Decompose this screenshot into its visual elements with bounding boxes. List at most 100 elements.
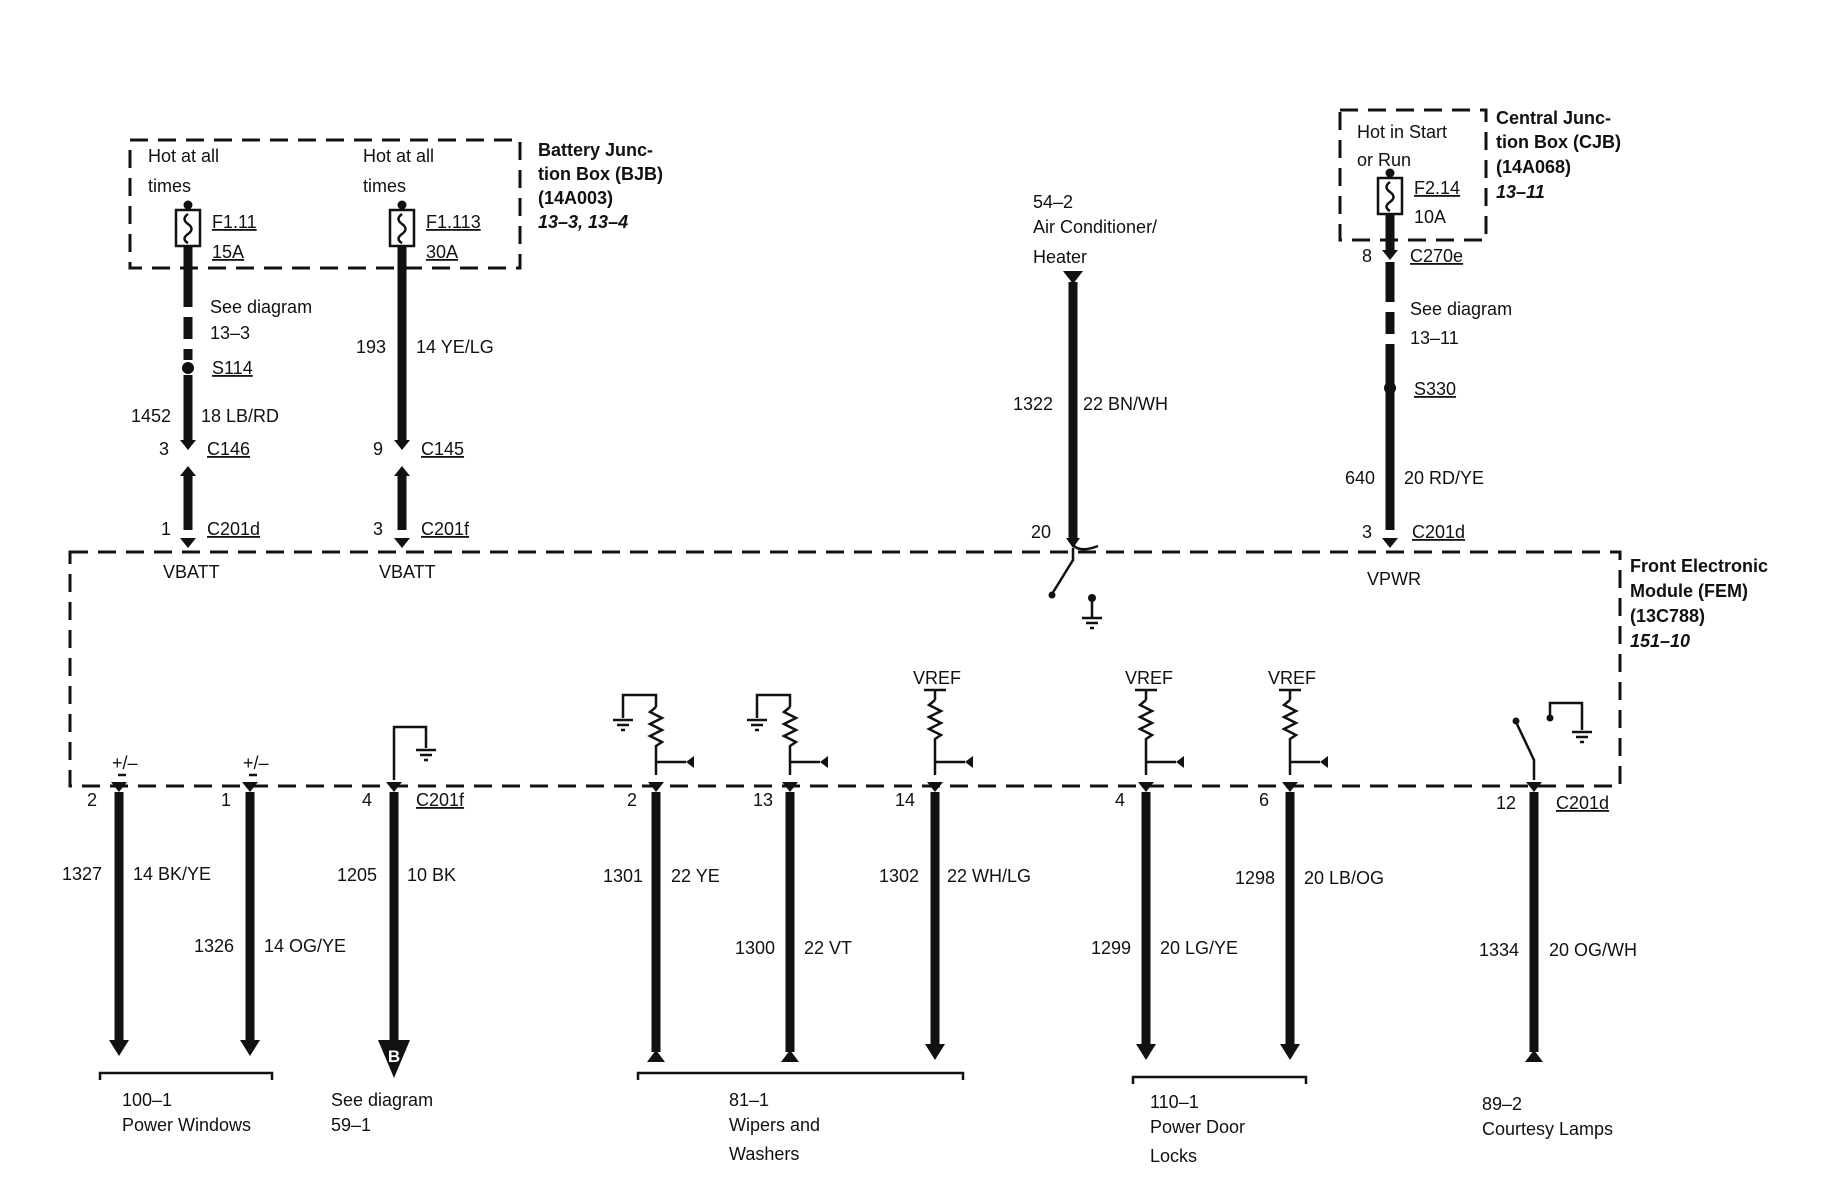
- pin-20: 20: [1031, 522, 1051, 542]
- circuit-1322-wire: 54–2 Air Conditioner/ Heater 1322 22 BN/…: [1013, 192, 1168, 630]
- wire-color-640: 20 RD/YE: [1404, 468, 1484, 488]
- circuit-number-1334: 1334: [1479, 940, 1519, 960]
- connector-c146: C146: [207, 439, 250, 459]
- ground-marker-letter: B: [388, 1047, 400, 1066]
- pin-c9: 12: [1496, 793, 1516, 813]
- dest-wipers-ref: 81–1: [729, 1090, 769, 1110]
- wire-color-1327: 14 BK/YE: [133, 864, 211, 884]
- wire-color-1298: 20 LB/OG: [1304, 868, 1384, 888]
- connector-c201f-top: C201f: [421, 519, 470, 539]
- pin-c201f-3: 3: [373, 519, 383, 539]
- polarity-label-2: +/–: [243, 753, 269, 773]
- fuse-2-rating: 30A: [426, 242, 458, 262]
- bjb-title-line1: Battery Junc-: [538, 140, 653, 160]
- potentiometer-icon: [924, 688, 973, 775]
- wire-color-1300: 22 VT: [804, 938, 852, 958]
- dest-power-windows-name: Power Windows: [122, 1115, 251, 1135]
- fem-title-line1: Front Electronic: [1630, 556, 1768, 576]
- pin-c201d-1: 1: [161, 519, 171, 539]
- see-diagram-2-line1: See diagram: [1410, 299, 1512, 319]
- cjb-fuse-rating: 10A: [1414, 207, 1446, 227]
- hot-label-1-line1: Hot at all: [148, 146, 219, 166]
- connector-c270e: C270e: [1410, 246, 1463, 266]
- potentiometer-icon: [1135, 688, 1184, 775]
- dest-door-locks-name-line1: Power Door: [1150, 1117, 1245, 1137]
- pin-c3: 4: [362, 790, 372, 810]
- wire-color-1299: 20 LG/YE: [1160, 938, 1238, 958]
- signal-vbatt-1: VBATT: [163, 562, 220, 582]
- cjb-part-number: (14A068): [1496, 157, 1571, 177]
- bjb-reference: 13–3, 13–4: [538, 212, 628, 232]
- hot-label-2-line2: times: [363, 176, 406, 196]
- potentiometer-icon: [1279, 688, 1328, 775]
- vref-label-2: VREF: [1125, 668, 1173, 688]
- bjb-dashed-box: [128, 138, 522, 270]
- cjb-reference: 13–11: [1496, 182, 1545, 202]
- hot-label-2-line1: Hot at all: [363, 146, 434, 166]
- switch-to-ground-icon: [1512, 701, 1592, 780]
- polarity-label-1: +/–: [112, 753, 138, 773]
- cjb-fuse-name: F2.14: [1414, 178, 1460, 198]
- vref-label-3: VREF: [1268, 668, 1316, 688]
- cjb-dashed-box: [1338, 108, 1488, 242]
- dest-door-locks-name-line2: Locks: [1150, 1146, 1197, 1166]
- circuit-number-193: 193: [356, 337, 386, 357]
- cjb-hot-line2: or Run: [1357, 150, 1411, 170]
- circuit-193-wire: 193 14 YE/LG 9 C145 3 C201f VBATT: [356, 246, 494, 582]
- ground-icon: [392, 725, 436, 780]
- fuse-icon: [174, 200, 202, 248]
- pin-c2: 1: [221, 790, 231, 810]
- potentiometer-icon: [747, 693, 828, 775]
- circuit-640-wire: 8 C270e See diagram 13–11 S330 640 20 RD…: [1345, 214, 1512, 589]
- pin-c1: 2: [87, 790, 97, 810]
- signal-vbatt-2: VBATT: [379, 562, 436, 582]
- bottom-wires: 2 1327 14 BK/YE 1 13 2 6 14 OG/YE B 4 C201…: [62, 782, 1637, 1078]
- fuse-icon: [1376, 168, 1404, 216]
- central-junction-box: Central Junc- tion Box (CJB) (14A068) 13…: [1338, 108, 1621, 242]
- ac-destination-line2: Heater: [1033, 247, 1087, 267]
- dest-courtesy-ref: 89–2: [1482, 1094, 1522, 1114]
- connector-c145: C145: [421, 439, 464, 459]
- potentiometer-icon: [613, 693, 694, 775]
- pin-c8: 6: [1259, 790, 1269, 810]
- connector-c201d-bottom: C201d: [1556, 793, 1609, 813]
- pin-c6: 14: [895, 790, 915, 810]
- wire-color-1334: 20 OG/WH: [1549, 940, 1637, 960]
- fuse-icon: [388, 200, 416, 248]
- bjb-part-number: (14A003): [538, 188, 613, 208]
- see-diagram-2-line2: 13–11: [1410, 328, 1459, 348]
- pin-c4: 2: [627, 790, 637, 810]
- fem-dashed-box: [68, 550, 1622, 788]
- dest-see-diagram-ref: See diagram: [331, 1090, 433, 1110]
- wire-color-193: 14 YE/LG: [416, 337, 494, 357]
- wire-color-1302: 22 WH/LG: [947, 866, 1031, 886]
- dest-courtesy-name: Courtesy Lamps: [1482, 1119, 1613, 1139]
- ac-destination-line1: Air Conditioner/: [1033, 217, 1157, 237]
- fem-internal-circuits: +/– +/– VREF: [112, 668, 1592, 780]
- pin-c201d-3: 3: [1362, 522, 1372, 542]
- circuit-number-1327: 1327: [62, 864, 102, 884]
- fuse-1-rating: 15A: [212, 242, 244, 262]
- circuit-number-1300: 1300: [735, 938, 775, 958]
- wire-color-1205: 10 BK: [407, 865, 456, 885]
- fem-title-line2: Module (FEM): [1630, 581, 1748, 601]
- pin-c5: 13: [753, 790, 773, 810]
- splice-s330: S330: [1414, 379, 1456, 399]
- circuit-number-1452: 1452: [131, 406, 171, 426]
- dest-see-diagram-name: 59–1: [331, 1115, 371, 1135]
- vref-label-1: VREF: [913, 668, 961, 688]
- circuit-number-1322: 1322: [1013, 394, 1053, 414]
- wire-color-1326: 14 OG/YE: [264, 936, 346, 956]
- wire-color-1452: 18 LB/RD: [201, 406, 279, 426]
- circuit-1452-wire: See diagram 13–3 S114 1452 18 LB/RD 3 C1…: [131, 246, 312, 582]
- cjb-title-line2: tion Box (CJB): [1496, 132, 1621, 152]
- circuit-number-1299: 1299: [1091, 938, 1131, 958]
- dest-power-windows-ref: 100–1: [122, 1090, 172, 1110]
- pin-c146: 3: [159, 439, 169, 459]
- dest-wipers-name-line1: Wipers and: [729, 1115, 820, 1135]
- battery-junction-box: Battery Junc- tion Box (BJB) (14A003) 13…: [128, 138, 663, 270]
- cjb-hot-line1: Hot in Start: [1357, 122, 1447, 142]
- pin-c145: 9: [373, 439, 383, 459]
- ac-reference: 54–2: [1033, 192, 1073, 212]
